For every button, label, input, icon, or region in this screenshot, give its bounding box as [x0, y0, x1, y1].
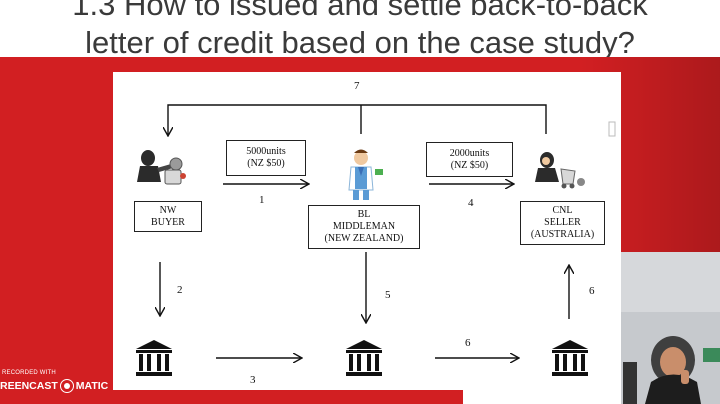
- buyer-box: NW BUYER: [134, 201, 202, 232]
- step-3-label: 3: [250, 374, 256, 386]
- buyer-line-1: NW: [159, 204, 177, 216]
- title-line-2: letter of credit based on the case study…: [85, 25, 635, 60]
- seller-line-3: (AUSTRALIA): [530, 229, 595, 240]
- order-box-right: 2000units (NZ $50): [426, 142, 513, 177]
- screencast-record-icon: [59, 379, 74, 393]
- watermark-small-text: RECORDED WITH: [2, 370, 56, 376]
- webcam-overlay: [621, 252, 720, 404]
- order-right-price: (NZ $50): [450, 159, 489, 171]
- watermark-brand: REENCAST MATIC: [0, 379, 108, 393]
- step-2-label: 2: [177, 284, 183, 296]
- step-5-label: 5: [385, 289, 391, 301]
- middleman-line-2: MIDDLEMAN: [332, 221, 396, 232]
- watermark-brand-right: MATIC: [75, 380, 109, 392]
- buyer-bank-icon: [136, 340, 172, 376]
- seller-box: CNL SELLER (AUSTRALIA): [520, 201, 605, 245]
- order-box-left: 5000units (NZ $50): [226, 140, 306, 176]
- step-4-label: 4: [468, 197, 474, 209]
- step-7-label: 7: [354, 80, 360, 92]
- buyer-figure-icon: [137, 150, 186, 185]
- presenter-video-icon: [621, 252, 720, 404]
- step-6-right-label: 6: [589, 285, 595, 297]
- middleman-figure-icon: [348, 149, 383, 200]
- watermark-brand-left: REENCAST: [0, 380, 58, 392]
- step7-loop-arrow: [168, 104, 547, 135]
- step-1-label: 1: [259, 194, 265, 206]
- seller-line-2: SELLER: [544, 217, 581, 228]
- diagram-arrows: [136, 104, 616, 376]
- seller-figure-icon: [535, 152, 585, 189]
- seller-line-1: CNL: [552, 205, 573, 216]
- buyer-line-2: BUYER: [151, 216, 185, 228]
- bottom-strip: [463, 390, 621, 404]
- middleman-bank-icon: [346, 340, 382, 376]
- order-left-price: (NZ $50): [247, 158, 285, 169]
- middleman-line-1: BL: [357, 209, 371, 220]
- step-6-bottom-label: 6: [465, 337, 471, 349]
- corner-mark: [608, 121, 616, 137]
- seller-bank-icon: [552, 340, 588, 376]
- order-right-qty: 2000units: [449, 147, 490, 159]
- middleman-line-3: (NEW ZEALAND): [324, 233, 404, 244]
- title-line-1: 1.3 How to issued and settle back-to-bac…: [72, 0, 648, 22]
- middleman-box: BL MIDDLEMAN (NEW ZEALAND): [308, 205, 420, 249]
- lc-flow-diagram: 5000units (NZ $50) 2000units (NZ $50) NW…: [113, 72, 621, 390]
- order-left-qty: 5000units: [246, 146, 286, 157]
